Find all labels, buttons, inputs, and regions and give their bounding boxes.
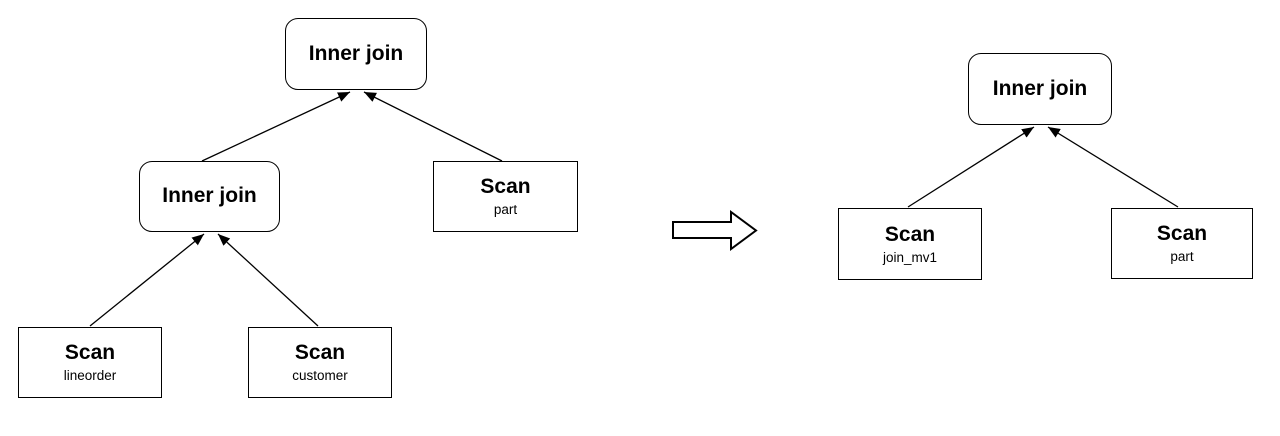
node-left-scan-part: Scan part xyxy=(433,161,578,232)
edge-left-scanpart-to-root xyxy=(363,91,503,162)
node-right-root-inner-join: Inner join xyxy=(968,53,1112,125)
node-label: Inner join xyxy=(162,184,257,208)
edge-left-innerjoin-to-root xyxy=(201,91,351,162)
edge-left-scanlineorder-to-innerjoin xyxy=(89,233,205,327)
node-sublabel: part xyxy=(493,202,518,218)
node-label: Scan xyxy=(480,175,531,199)
node-sublabel: part xyxy=(1170,249,1194,265)
node-left-scan-lineorder: Scan lineorder xyxy=(18,327,162,398)
node-left-root-inner-join: Inner join xyxy=(285,18,427,90)
node-label: Scan xyxy=(1156,222,1208,246)
node-right-scan-part: Scan part xyxy=(1111,208,1253,279)
node-right-scan-join-mv1: Scan join_mv1 xyxy=(838,208,982,280)
node-sublabel: join_mv1 xyxy=(882,249,938,265)
transform-block-arrow-icon xyxy=(672,210,758,251)
edge-right-scanpart-to-root xyxy=(1047,126,1179,208)
node-label: Inner join xyxy=(308,41,404,65)
node-label: Scan xyxy=(64,341,116,365)
edge-left-scancustomer-to-innerjoin xyxy=(217,233,319,327)
node-label: Inner join xyxy=(992,76,1088,100)
node-label: Scan xyxy=(294,341,346,365)
node-left-scan-customer: Scan customer xyxy=(248,327,392,398)
edge-right-scanjoinmv1-to-root xyxy=(907,126,1035,208)
node-left-inner-join: Inner join xyxy=(139,161,280,232)
node-sublabel: customer xyxy=(292,368,348,384)
node-label: Scan xyxy=(884,222,936,246)
node-sublabel: lineorder xyxy=(63,368,117,384)
